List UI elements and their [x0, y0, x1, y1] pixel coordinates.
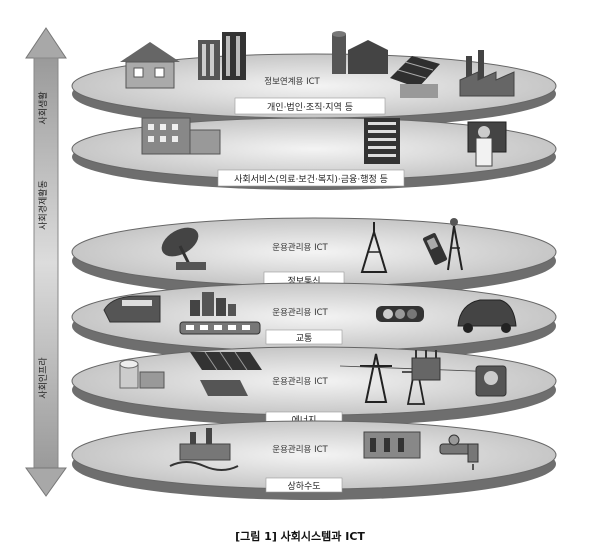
- transmission-tower-icon: [360, 222, 388, 273]
- solar-house-icon: [390, 56, 440, 98]
- layer-social-service: 사회서비스(의료·보건·복지)·금융·행정 등: [71, 117, 557, 190]
- layer-telecom: 운용관리용 ICT 정보통신: [71, 217, 557, 297]
- solar-panel-icon: [190, 351, 262, 396]
- telecom-ict-tag: 운용관리용 ICT: [272, 242, 328, 253]
- info-link-ict-tag: 정보연계용 ICT: [264, 76, 320, 87]
- axis-label-social-infra: 사회인프라: [38, 357, 49, 399]
- power-meter-icon: [475, 365, 507, 397]
- layer-info-link: 정보연계용 ICT 개인·법인·조직·지역 등: [71, 31, 557, 128]
- water-ict-tag: 운용관리용 ICT: [272, 444, 328, 455]
- house-icon: [120, 42, 180, 89]
- factory-icon: [459, 50, 515, 97]
- water-tap-icon: [439, 434, 479, 470]
- farm-silo-icon: [332, 31, 388, 74]
- power-plant-icon: [119, 359, 165, 389]
- cell-tower-icon: [447, 218, 463, 271]
- transport-ict-tag: 운용관리용 ICT: [272, 307, 328, 318]
- office-building-icon: [198, 32, 246, 80]
- vertical-axis-arrow: [25, 27, 67, 497]
- bullet-train-icon: [103, 295, 161, 323]
- telecom-label: 정보통신: [287, 276, 320, 287]
- doctor-icon: [467, 121, 507, 167]
- traffic-light-icon: [376, 306, 424, 322]
- figure-caption: [그림 1] 사회시스템과 ICT: [235, 530, 365, 543]
- layer-transport: 운용관리용 ICT 교통: [71, 282, 557, 362]
- energy-ict-tag: 운용관리용 ICT: [272, 376, 328, 387]
- mobile-phone-icon: [422, 233, 448, 265]
- axis-label-socio-economic: 사회경제활동: [37, 180, 49, 230]
- axis-label-social-life: 사회생활: [37, 91, 49, 124]
- transformer-icon: [411, 350, 441, 381]
- social-service-label: 사회서비스(의료·보건·복지)·금융·행정 등: [234, 173, 388, 185]
- bank-building-icon: [364, 118, 400, 164]
- dam-icon: [363, 431, 421, 459]
- subway-train-icon: [179, 321, 261, 335]
- city-skyline-icon: [190, 292, 236, 316]
- water-plant-icon: [169, 428, 239, 471]
- energy-label: 에너지: [292, 415, 317, 426]
- info-link-label: 개인·법인·조직·지역 등: [267, 102, 353, 113]
- transport-label: 교통: [296, 333, 313, 344]
- satellite-dish-icon: [161, 227, 206, 270]
- car-icon: [457, 299, 517, 333]
- layer-water: 운용관리용 ICT 상하수도: [71, 420, 557, 500]
- water-label: 상하수도: [287, 481, 320, 492]
- layer-energy: 운용관리용 ICT 에너지: [71, 346, 557, 427]
- hospital-building-icon: [141, 117, 221, 155]
